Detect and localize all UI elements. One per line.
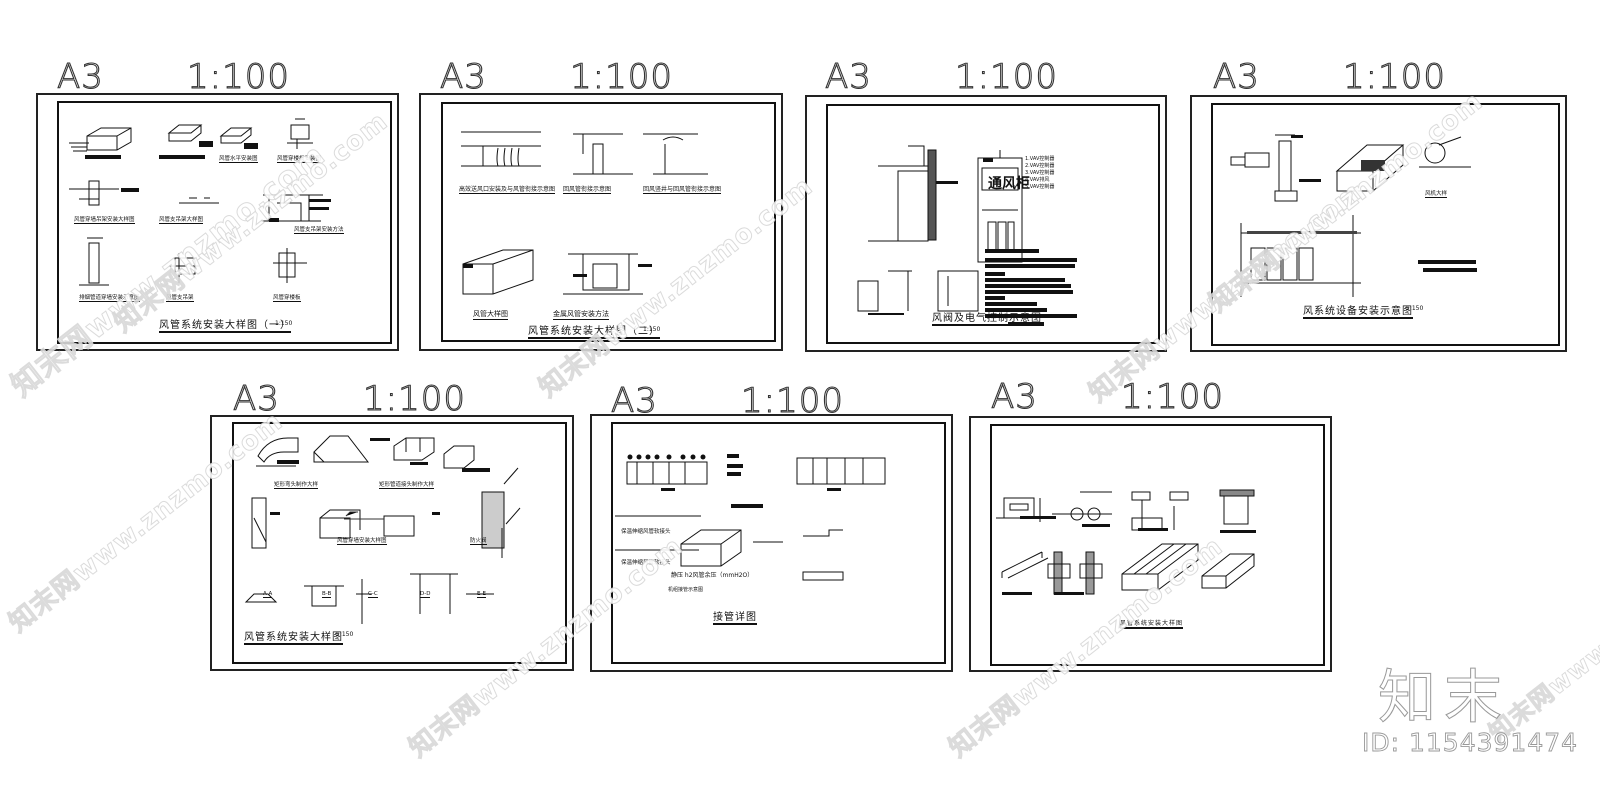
sheet-scale-label: 1:100	[569, 57, 673, 97]
section-label: A-A	[263, 591, 273, 598]
sheet-size-label: A3	[439, 57, 487, 97]
drawing-sheet-2[interactable]	[419, 93, 783, 351]
section-label: B-B	[322, 591, 332, 598]
sheet-size-label: A3	[232, 379, 280, 419]
sheet-scale-label: 1:100	[186, 57, 290, 97]
sheet-title: 风系统设备安装示意图	[1303, 302, 1413, 319]
sheet-scale-label: 1:100	[1120, 377, 1224, 417]
pressure-annotation: 静压 h2风管余压（mmH2O）	[671, 572, 754, 579]
section-label: D-D	[420, 591, 431, 598]
sheet-title: 风管系统安装大样图	[244, 628, 343, 645]
detail-caption: 矩形弯头制作大样	[274, 482, 319, 489]
title-scale: 1:150	[336, 631, 354, 638]
detail-caption: 回风管衔接示意图	[563, 186, 612, 194]
detail-caption: 风管穿楼板	[273, 295, 301, 302]
sheet-size-label: A3	[990, 377, 1038, 417]
sheet-scale-label: 1:100	[954, 57, 1058, 97]
asset-id: ID: 1154391474	[1362, 728, 1579, 758]
sheet-1-border: 风管水平安装图 风管穿楼板安装图 风管穿墙吊架安装大样图 风管支吊架大样图 风管…	[57, 101, 392, 344]
sheet-2-border: 高效送风口安装及与风管衔接示意图 回风管衔接示意图 回风竖井与回风管衔接示意图 …	[441, 102, 776, 342]
sheet-3-border: 通风柜 1.VAV控制器 2.VAV控制器 3.VAV控制器 4.VAV排风 5…	[826, 104, 1160, 344]
piping-detail-drawings	[615, 454, 886, 581]
sheet-size-label: A3	[1212, 57, 1260, 97]
detail-caption: 高效送风口安装及与风管衔接示意图	[459, 186, 556, 194]
title-scale: 1:150	[1406, 305, 1424, 312]
detail-caption: 风管支吊架大样图	[159, 217, 204, 224]
damper-control-drawings	[857, 145, 1077, 326]
duct-detail-drawings	[69, 118, 331, 286]
drawing-sheet-5[interactable]	[210, 415, 574, 671]
sheet-5-border: 矩形弯头制作大样 矩形管道接头制作大样 风管穿墙安装大样图 防火阀 A-A B-…	[232, 422, 567, 664]
pipe-annotation: 保温伸缩风管软接头	[621, 529, 671, 535]
sheet-title: 风管系统安装大样图（二）	[528, 322, 660, 339]
detail-caption: 风管支吊架	[166, 295, 194, 302]
air-outlet-drawings	[461, 131, 708, 295]
title-scale: 1:150	[275, 320, 293, 327]
sheet-title: 接管详图	[713, 608, 757, 625]
detail-caption: 回风竖井与回风管衔接示意图	[643, 186, 722, 194]
detail-caption: 矩形管道接头制作大样	[379, 482, 435, 489]
section-label: C-C	[368, 591, 378, 598]
detail-caption: 风管支吊架安装方法	[294, 227, 344, 234]
detail-caption: 风管穿墙吊架安装大样图	[74, 217, 135, 224]
control-legend: 1.VAV控制器 2.VAV控制器 3.VAV控制器 4.VAV排风 5.VAV…	[1025, 156, 1055, 190]
sheet-scale-label: 1:100	[1342, 57, 1446, 97]
sheet-title: 风阀及电气控制示意图	[932, 309, 1042, 326]
drawing-sheet-4[interactable]	[1190, 95, 1567, 352]
drawing-sheet-7[interactable]	[969, 416, 1332, 672]
sheet-size-label: A3	[56, 57, 104, 97]
pipe-annotation: 保温伸缩风管软接头	[621, 560, 671, 566]
section-label: E-E	[477, 591, 486, 598]
sheet-size-label: A3	[610, 381, 658, 421]
detail-caption: 防火阀	[470, 538, 487, 545]
sheet-6-border: 保温伸缩风管软接头 保温伸缩风管软接头 静压 h2风管余压（mmH2O） 机组接…	[611, 422, 946, 664]
detail-caption: 风管穿楼板安装图	[277, 156, 322, 163]
sheet-scale-label: 1:100	[740, 381, 844, 421]
title-scale: 1:150	[643, 326, 661, 333]
sheet-size-label: A3	[824, 57, 872, 97]
sheet-title: 风管系统安装大样图（一）	[159, 316, 291, 333]
detail-caption: 风管水平安装图	[219, 156, 258, 163]
sheet-4-border: 风机大样 风系统设备安装示意图 1:150	[1211, 103, 1560, 346]
duct-joint-drawings	[996, 489, 1256, 595]
detail-caption: 风管大样图	[473, 310, 508, 320]
pipe-annotation: 机组接管示意图	[668, 587, 704, 593]
duct-fabrication-drawings	[244, 435, 521, 624]
detail-caption: 风机大样	[1425, 191, 1448, 198]
equipment-install-drawings	[1230, 134, 1477, 297]
sheet-7-border: 风管系统安装大样图	[990, 424, 1325, 666]
detail-caption: 排烟管道穿墙安装示意图	[79, 295, 140, 302]
detail-caption: 金属风管安装方法	[553, 310, 609, 320]
brand-logo: 知末	[1377, 663, 1511, 732]
sheet-title: 风管系统安装大样图	[1120, 620, 1184, 629]
sheet-scale-label: 1:100	[362, 379, 466, 419]
fume-hood-label: 通风柜	[988, 176, 1030, 192]
detail-caption: 风管穿墙安装大样图	[337, 538, 387, 545]
